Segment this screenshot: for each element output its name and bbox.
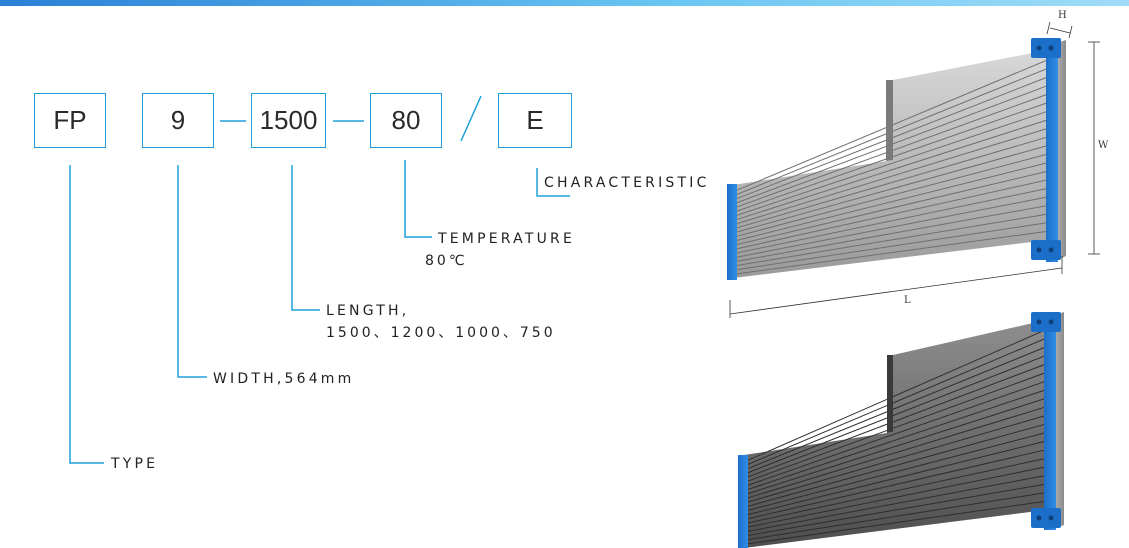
length-code: 1500 [259, 105, 318, 135]
width-label: WIDTH,564mm [213, 371, 355, 387]
bolt-icon [1048, 515, 1054, 521]
dim-w-label: W [1098, 140, 1109, 151]
fin-line [736, 145, 1047, 233]
top-accent-bar [0, 0, 1129, 6]
temperature-code-box: 80 [370, 93, 442, 148]
temperature-value: 80℃ [425, 253, 468, 269]
dim-h-label: H [1058, 10, 1067, 21]
fin-line [747, 475, 1045, 532]
endcap-light [1046, 40, 1058, 262]
width-code-box: 9 [142, 93, 214, 148]
fin-line [736, 136, 1047, 229]
endcap-bottom-block-light [1031, 240, 1061, 260]
step-edge-dark [887, 355, 893, 433]
bolt-icon [1036, 247, 1042, 253]
heatsink-dark-illustration [738, 312, 1064, 548]
fin-line [747, 492, 1045, 541]
type-code: FP [53, 105, 87, 135]
fin-line [736, 111, 1047, 216]
fin-lines-light [736, 60, 1047, 275]
length-label: LENGTH, [326, 303, 410, 319]
fin-line [747, 364, 1045, 478]
fin-line [736, 119, 1047, 220]
fin-line [736, 171, 1047, 246]
fin-line [736, 196, 1047, 258]
endcap-dark [1044, 312, 1056, 530]
fin-line [747, 415, 1045, 503]
width-code: 9 [170, 105, 186, 135]
leader-type [69, 165, 104, 464]
dim-h-line [1049, 27, 1071, 34]
endcap-top-block-dark [1031, 312, 1061, 332]
fin-line [736, 179, 1047, 250]
type-code-box: FP [34, 93, 106, 148]
fin-line [736, 162, 1047, 241]
fin-line [747, 389, 1045, 490]
fin-line [747, 449, 1045, 520]
heatsink-light-illustration [727, 38, 1066, 280]
endcap-top-block-light [1031, 38, 1061, 58]
leader-length [291, 165, 320, 311]
fin-line [747, 466, 1045, 528]
fin-line [736, 188, 1047, 254]
fin-line [747, 381, 1045, 486]
dim-l-label: L [904, 295, 911, 306]
fin-line [747, 406, 1045, 499]
fin-line [736, 222, 1047, 271]
fin-line [736, 205, 1047, 262]
leader-temperature [404, 160, 432, 238]
bolt-icon [1048, 45, 1054, 51]
fin-line [747, 500, 1045, 545]
fin-line [747, 441, 1045, 516]
length-values: 1500、1200、1000、750 [326, 325, 556, 341]
fin-line [747, 372, 1045, 482]
fin-line [747, 338, 1045, 465]
bolt-icon [1036, 45, 1042, 51]
fin-line [747, 398, 1045, 495]
fin-line [747, 424, 1045, 507]
dimension-markers [729, 21, 1100, 318]
fin-line [736, 154, 1047, 237]
leader-width [177, 165, 207, 378]
characteristic-code-box: E [498, 93, 572, 148]
fin-line [747, 458, 1045, 524]
bolt-icon [1036, 515, 1042, 521]
fin-line [736, 230, 1047, 275]
temperature-label: TEMPERATURE [438, 231, 575, 247]
length-code-box: 1500 [251, 93, 326, 148]
dim-l-line [729, 267, 1063, 315]
fin-line [747, 330, 1045, 461]
endcap-bottom-block-dark [1031, 508, 1061, 528]
inlet-cap-dark [738, 455, 748, 548]
leader-characteristic [536, 168, 570, 197]
fin-line [747, 483, 1045, 536]
characteristic-code: E [526, 105, 544, 135]
temperature-code: 80 [391, 105, 421, 135]
bolt-icon [1048, 319, 1054, 325]
fin-line [747, 355, 1045, 474]
characteristic-label: CHARACTERISTIC [544, 175, 710, 191]
slash-separator [460, 95, 482, 142]
fin-lines-dark [747, 330, 1045, 545]
type-label: TYPE [111, 456, 159, 472]
inlet-cap-light [727, 184, 737, 280]
bolt-icon [1036, 319, 1042, 325]
step-edge-light [886, 80, 893, 161]
fin-line [747, 347, 1045, 470]
fin-line [747, 432, 1045, 511]
bolt-icon [1048, 247, 1054, 253]
fin-line [736, 128, 1047, 225]
fin-line [736, 213, 1047, 266]
